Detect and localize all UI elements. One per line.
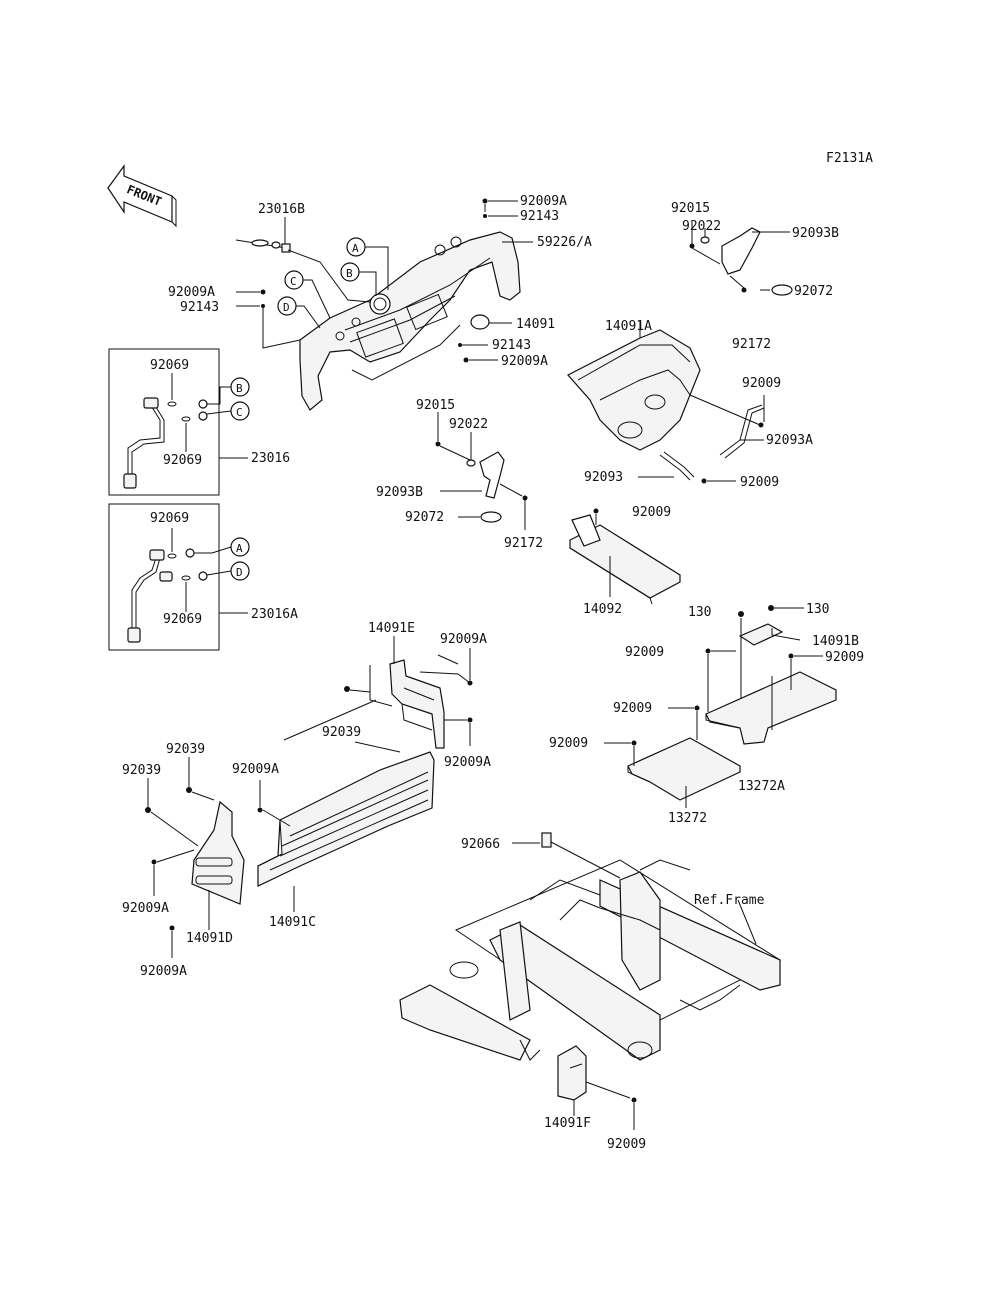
harness-23016-box (108, 348, 220, 496)
harness-23016-part (123, 397, 191, 489)
label-92009-b3: 92009 (613, 701, 652, 716)
label-13272: 13272 (668, 811, 707, 826)
label-92069-3: 92069 (150, 511, 189, 526)
harness-23016a-box (108, 503, 220, 651)
label-92066: 92066 (461, 837, 500, 852)
callout-b-marker: B (340, 262, 377, 296)
washer-icon (483, 214, 487, 218)
label-92009A-left: 92009A (168, 285, 215, 300)
ref-frame-label: Ref.Frame (694, 893, 765, 908)
label-14091F: 14091F (544, 1116, 591, 1131)
svg-text:C: C (290, 275, 297, 288)
plate-14091b-part (738, 623, 801, 646)
label-14091: 14091 (516, 317, 555, 332)
label-92072-right: 92072 (794, 284, 833, 299)
label-92172-center: 92172 (504, 536, 543, 551)
label-92093B-center: 92093B (376, 485, 423, 500)
front-arrow-icon: FRONT (107, 164, 177, 228)
label-92009A-e2: 92009A (444, 755, 491, 770)
label-92093A: 92093A (766, 433, 813, 448)
cap-14091-part (470, 314, 490, 330)
label-92009-b4: 92009 (549, 736, 588, 751)
ref-frame-part (399, 859, 782, 1061)
label-92022-center: 92022 (449, 417, 488, 432)
svg-text:C: C (236, 406, 243, 419)
label-23016A: 23016A (251, 607, 298, 622)
label-92015-center: 92015 (416, 398, 455, 413)
label-92039-b: 92039 (166, 742, 205, 757)
guard-14091d-part (191, 800, 245, 905)
label-14091C: 14091C (269, 915, 316, 930)
tray-14092-part (569, 514, 681, 605)
cover-14091a-part (567, 320, 701, 451)
label-92009-b1: 92009 (625, 645, 664, 660)
plate-13272-part (627, 737, 741, 801)
label-92009A-c2: 92009A (122, 901, 169, 916)
label-13272A: 13272A (738, 779, 785, 794)
label-23016: 23016 (251, 451, 290, 466)
label-92009A-mid: 92009A (501, 354, 548, 369)
label-92039-a: 92039 (322, 725, 361, 740)
label-59226A: 59226/A (537, 235, 592, 250)
guard-14091c-part (257, 751, 435, 887)
label-14091D: 14091D (186, 931, 233, 946)
svg-text:D: D (236, 566, 243, 579)
label-92009A-top: 92009A (520, 194, 567, 209)
svg-text:D: D (283, 301, 290, 314)
label-92143-top: 92143 (520, 209, 559, 224)
label-92009-b2: 92009 (825, 650, 864, 665)
clamp-92072-right-part (771, 284, 793, 296)
harness-23016a-part (127, 549, 191, 643)
label-130-b: 130 (806, 602, 829, 617)
label-14092: 14092 (583, 602, 622, 617)
clip-92066-part (541, 832, 552, 848)
svg-text:B: B (236, 382, 243, 395)
label-92093B-right: 92093B (792, 226, 839, 241)
label-14091E: 14091E (368, 621, 415, 636)
harness-23016b-part (235, 239, 371, 303)
label-92009-f: 92009 (607, 1137, 646, 1152)
label-92172-right: 92172 (732, 337, 771, 352)
clamp-92072-center-part (480, 511, 502, 523)
svg-text:B: B (346, 267, 353, 280)
callout-d-marker: D (277, 296, 321, 329)
label-92143-mid: 92143 (492, 338, 531, 353)
label-92072-center: 92072 (405, 510, 444, 525)
label-92009A-e1: 92009A (440, 632, 487, 647)
dashboard-panel-part (299, 231, 521, 411)
label-92069-4: 92069 (163, 612, 202, 627)
label-92009-r2: 92009 (740, 475, 779, 490)
link-92093-part (659, 454, 691, 481)
rod-92093a-part (719, 404, 763, 456)
label-14091B: 14091B (812, 634, 859, 649)
svg-text:A: A (352, 242, 359, 255)
label-130-a: 130 (688, 605, 711, 620)
callout-a-marker: A (346, 237, 389, 290)
label-92009A-c1: 92009A (232, 762, 279, 777)
label-92039-c: 92039 (122, 763, 161, 778)
bracket-92093b-center-part (479, 451, 505, 499)
label-92069-1: 92069 (150, 358, 189, 373)
guard-14091e-part (389, 659, 445, 749)
label-92009-center: 92009 (632, 505, 671, 520)
bracket-92093b-right-part (721, 227, 790, 275)
label-23016B: 23016B (258, 202, 305, 217)
label-92015-right: 92015 (671, 201, 710, 216)
bolt-icon (482, 198, 488, 204)
label-92093: 92093 (584, 470, 623, 485)
label-92022-right: 92022 (682, 219, 721, 234)
figure-code: F2131A (826, 151, 873, 166)
label-92069-2: 92069 (163, 453, 202, 468)
label-92009A-c3: 92009A (140, 964, 187, 979)
label-92143-left: 92143 (180, 300, 219, 315)
label-92009-r1: 92009 (742, 376, 781, 391)
callout-c-marker: C (284, 270, 331, 319)
label-14091A: 14091A (605, 319, 652, 334)
plate-13272a-part (705, 671, 837, 745)
guard-14091f-part (557, 1045, 587, 1101)
svg-text:A: A (236, 542, 243, 555)
